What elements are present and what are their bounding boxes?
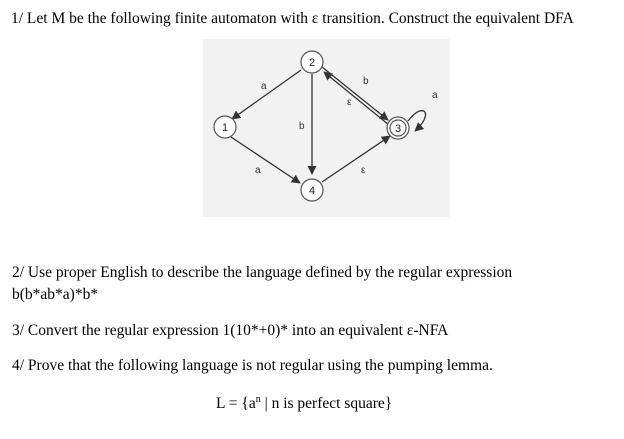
state-3-label: 3 [395,123,401,135]
state-1-label: 1 [222,122,228,134]
language-suffix: | n is perfect square} [260,395,393,413]
edge-label-3-3: a [432,90,438,101]
state-1: 1 [213,115,237,139]
edge-4-to-3 [321,135,391,183]
state-4-label: 4 [309,185,315,197]
edge-label-1-4: a [255,165,261,176]
edge-label-2-1: a [261,81,267,92]
question-1-text: 1/ Let M be the following finite automat… [11,10,574,27]
edge-3-to-2 [323,71,390,126]
automaton-svg: a b b ε a ε a 1 2 3 4 [213,50,438,202]
edge-label-4-3: ε [361,165,366,176]
language-prefix: L = {a [216,395,256,413]
state-2: 2 [300,50,324,74]
question-2-text: 2/ Use proper English to describe the la… [12,264,513,303]
language-exponent: n [255,394,261,405]
edge-label-3-2: ε [347,97,352,108]
question-4-text: 4/ Prove that the following language is … [12,357,493,374]
edge-2-to-3 [321,66,389,121]
edge-label-2-4: b [299,121,305,132]
state-4: 4 [300,178,324,202]
state-2-label: 2 [309,57,315,69]
question-3-text: 3/ Convert the regular expression 1(10*+… [12,322,449,339]
automaton-diagram: a b b ε a ε a 1 2 3 4 [203,39,450,217]
language-definition: L = {an | n is perfect square} [216,389,392,415]
edge-3-self-loop [407,110,427,132]
edge-1-to-4 [230,136,301,184]
state-3-accepting: 3 [386,116,410,140]
edge-2-to-1 [231,69,302,120]
edge-label-2-3: b [363,76,369,87]
